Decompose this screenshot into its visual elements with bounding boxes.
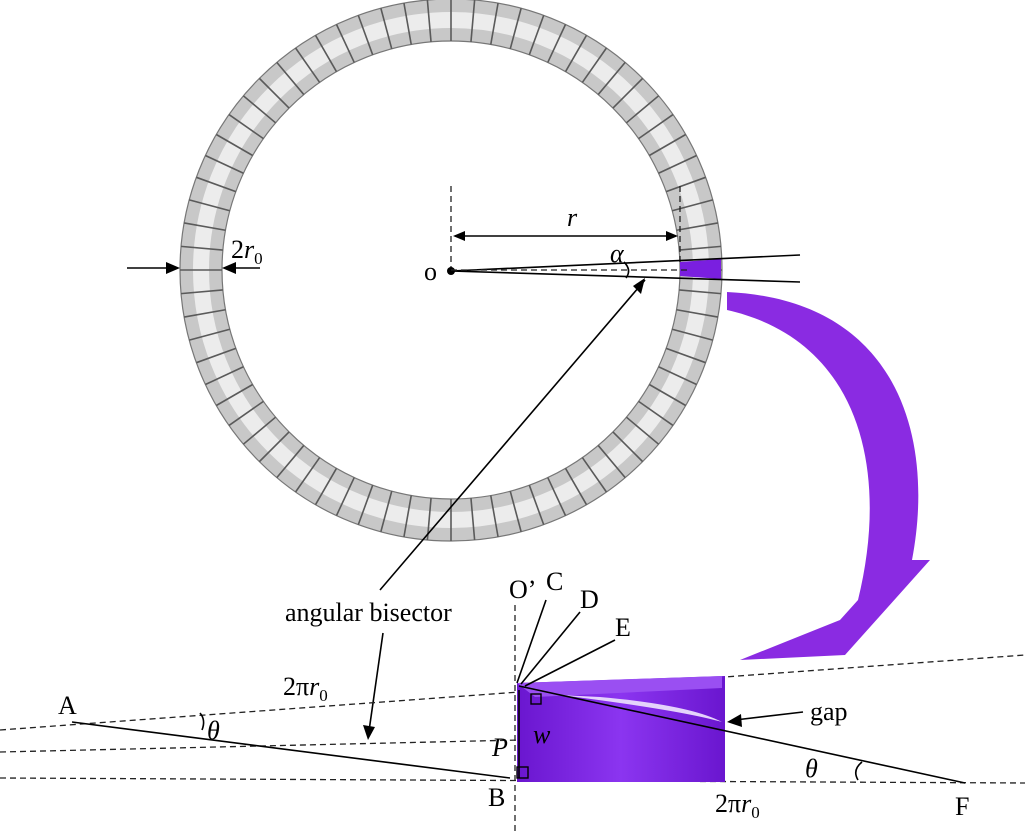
ring-segment-line (625, 416, 660, 445)
label-w: w (533, 720, 551, 749)
label-P: P (491, 733, 508, 762)
label-bottom-length: 2πr0 (715, 789, 760, 822)
label-top-length: 2πr0 (283, 672, 328, 705)
transform-arrow (727, 292, 930, 660)
label-E: E (615, 613, 631, 642)
ring-segment-line (335, 477, 355, 516)
angular-bisector-label: angular bisector (285, 598, 452, 627)
ring-segment-line (658, 366, 697, 386)
unrolled-segment: O’ C D E A B F P w θ θ gap 2πr0 2πr0 (0, 567, 1025, 832)
ring-segment-line (489, 2, 499, 45)
bisector-leader-line (379, 279, 646, 591)
ring-segment-line (294, 457, 321, 493)
ring-segment-line (470, 0, 476, 42)
ring-segment-line (215, 133, 254, 157)
ring-segment-line (189, 199, 231, 212)
ring-segment-line (242, 95, 277, 124)
ring-segment-line (276, 61, 305, 96)
ring-segment-line (648, 383, 687, 407)
ring-segment-line (196, 176, 237, 193)
ring-segment-line (335, 24, 355, 63)
radius-label: r (567, 203, 578, 232)
ring-segment-line (180, 289, 223, 295)
ring-segment-line (205, 154, 244, 174)
ring-segment-line (612, 77, 644, 109)
ring-segment-line (528, 15, 545, 56)
ring-segment-line (638, 400, 674, 427)
ring-segment-line (597, 61, 626, 96)
label-gap: gap (810, 697, 848, 726)
ring-segment-line (180, 245, 223, 251)
ring-segment-line (679, 289, 722, 295)
ring-segment-line (403, 2, 413, 45)
label-D: D (580, 585, 599, 614)
ring-segment-line (228, 400, 264, 427)
ring-segment-line (294, 47, 321, 83)
ring-segment-line (276, 444, 305, 479)
ring-segment-line (258, 431, 290, 463)
ring-segment-line (648, 133, 687, 157)
ring-segment-line (196, 347, 237, 364)
ring-segment-line (470, 498, 476, 541)
ring-segment-line (215, 383, 254, 407)
label-O-prime: O’ (509, 575, 536, 604)
ring-segment-line (665, 347, 706, 364)
ring-segment-line (380, 490, 393, 532)
torus-ring (179, 0, 723, 542)
ring-segment-line (676, 222, 719, 232)
ring-segment-line (671, 328, 713, 341)
alpha-label: α (610, 239, 625, 268)
ring-segment-line (676, 308, 719, 318)
ring-segment-line (581, 47, 608, 83)
ring-segment-line (258, 77, 290, 109)
ring-segment-line (612, 431, 644, 463)
label-B: B (488, 783, 505, 812)
label-theta-right: θ (805, 754, 818, 783)
ring-segment-line (547, 24, 567, 63)
ring-segment-line (242, 416, 277, 445)
ring-segment-line (679, 245, 722, 251)
ring-segment-line (597, 444, 626, 479)
ring-segment-line (671, 199, 713, 212)
ring-segment-line (564, 467, 588, 506)
ring-segment-line (183, 222, 226, 232)
ring-thickness-label: 2r0 (231, 235, 263, 268)
ring-segment-line (357, 15, 374, 56)
ring-segment-line (403, 495, 413, 538)
segment-top (517, 676, 722, 697)
ring-segment-line (509, 490, 522, 532)
ring-segment-line (665, 176, 706, 193)
ring-segment-line (489, 495, 499, 538)
ring-segment-line (564, 34, 588, 73)
segment-body (517, 676, 725, 782)
ring-segment-line (581, 457, 608, 493)
ring-segment-line (189, 328, 231, 341)
ring-geometry: o r α 2r0 (127, 186, 801, 286)
ring-segment-line (205, 366, 244, 386)
label-F: F (955, 792, 969, 821)
ring-segment-line (380, 8, 393, 50)
label-A: A (58, 691, 77, 720)
ring-segment-line (625, 95, 660, 124)
ring-segment-line (547, 477, 567, 516)
ring-segment-line (509, 8, 522, 50)
label-C: C (546, 567, 563, 596)
ring-segment-line (228, 113, 264, 140)
ring-segment-line (314, 467, 338, 506)
label-theta-left: θ (207, 716, 220, 745)
ring-segment-line (357, 484, 374, 525)
ring-segment-line (638, 113, 674, 140)
center-label: o (424, 257, 437, 286)
ring-highlight-segment (680, 259, 721, 279)
ring-segment-line (314, 34, 338, 73)
ring-segment-line (658, 154, 697, 174)
ring-segment-line (183, 308, 226, 318)
ring-segment-line (426, 0, 432, 42)
ring-segment-line (528, 484, 545, 525)
